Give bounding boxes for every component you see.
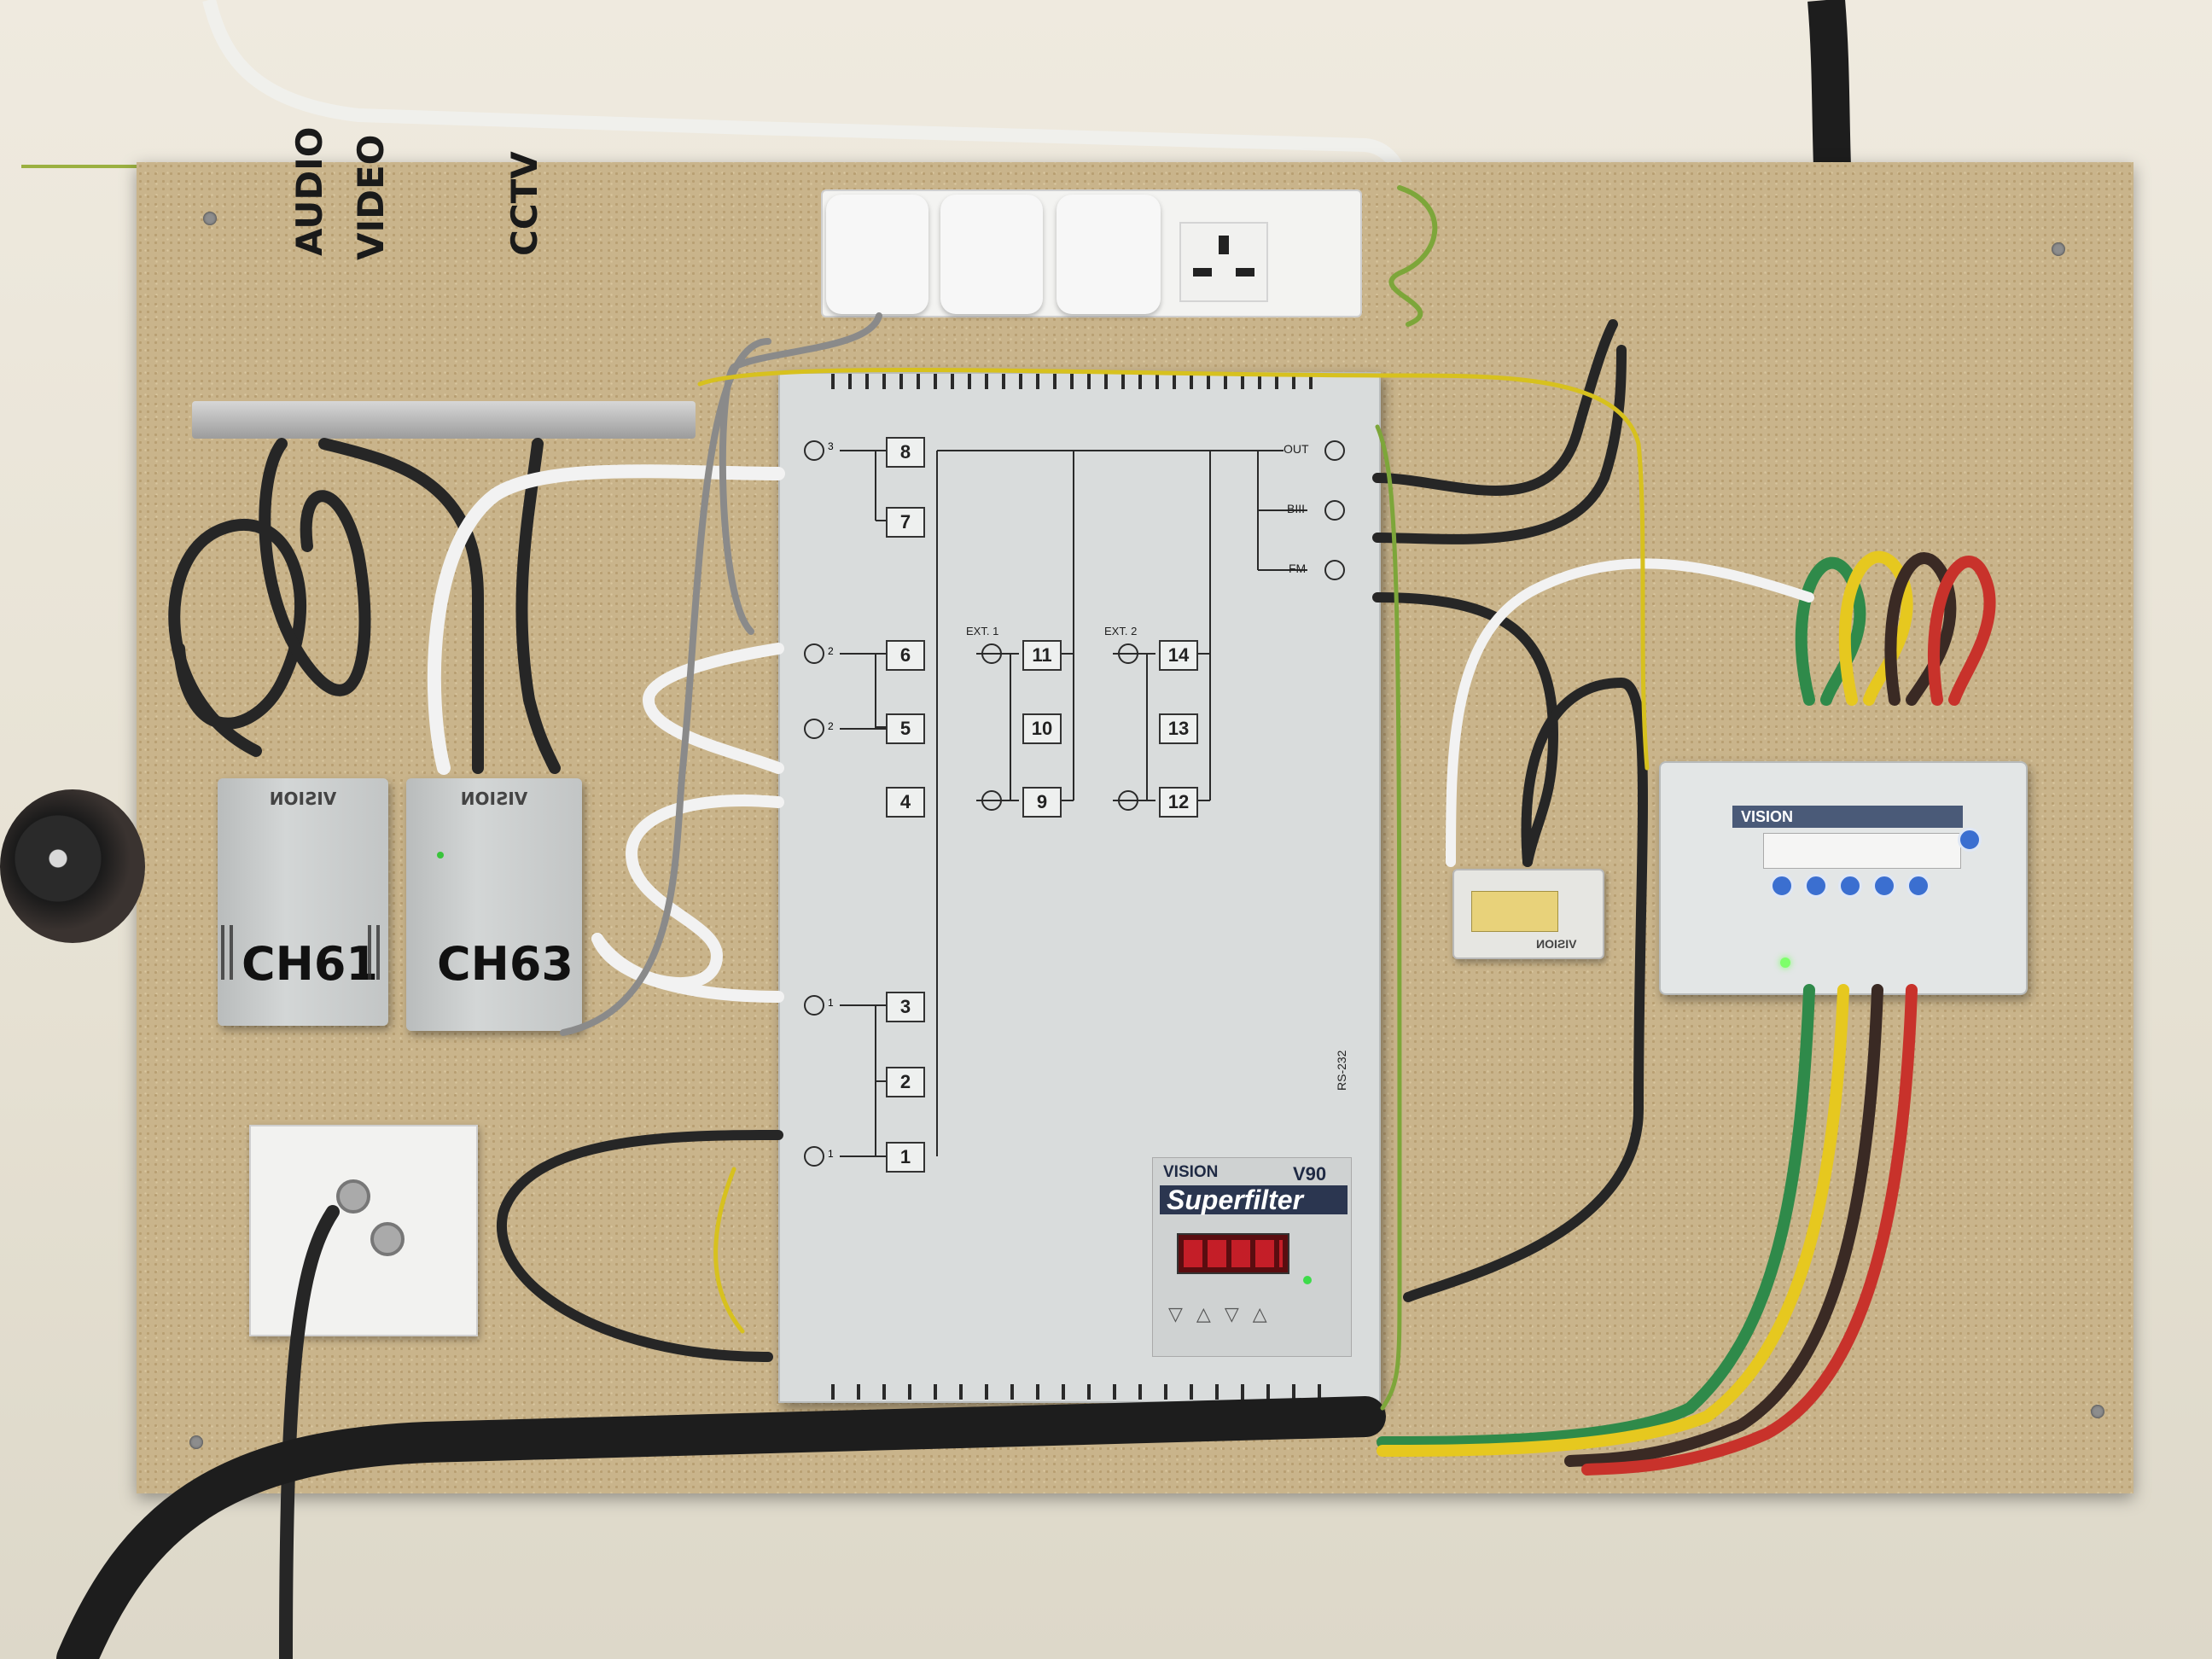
channel-label: CH61 bbox=[242, 937, 378, 991]
aerial-wall-plate bbox=[249, 1125, 478, 1336]
connector-rail bbox=[192, 401, 696, 439]
port-11: 11 bbox=[1022, 640, 1062, 671]
port-1: 1 bbox=[886, 1142, 925, 1173]
channel-label: CH63 bbox=[437, 937, 573, 991]
biii-label: BIII bbox=[1287, 502, 1306, 515]
port-12: 12 bbox=[1159, 787, 1198, 818]
gain-knob[interactable] bbox=[1804, 874, 1828, 898]
fm-socket[interactable] bbox=[370, 1222, 405, 1256]
port-6: 6 bbox=[886, 640, 925, 671]
fm-label: FM bbox=[1289, 562, 1307, 575]
led-display bbox=[1177, 1233, 1289, 1274]
screw bbox=[203, 212, 217, 225]
superfilter-unit: 8 7 6 5 4 3 2 1 11 10 9 14 13 12 3 2 2 1… bbox=[778, 372, 1381, 1403]
port-4: 4 bbox=[886, 787, 925, 818]
input-mark: 1 bbox=[828, 997, 834, 1009]
tv-socket[interactable] bbox=[336, 1179, 370, 1214]
modulator-ch63: VISION CH63 bbox=[406, 778, 582, 1031]
round-device bbox=[0, 789, 145, 943]
ext2-label: EXT. 2 bbox=[1104, 625, 1138, 637]
port-2: 2 bbox=[886, 1067, 925, 1097]
power-plug[interactable] bbox=[1057, 195, 1161, 314]
screw bbox=[2052, 242, 2065, 256]
empty-socket[interactable] bbox=[1179, 222, 1268, 302]
control-panel: VISION V90 Superfilter ▽△▽△ bbox=[1152, 1157, 1352, 1357]
power-plug[interactable] bbox=[940, 195, 1043, 314]
port-7: 7 bbox=[886, 507, 925, 538]
gain-knob[interactable] bbox=[1872, 874, 1896, 898]
port-10: 10 bbox=[1022, 713, 1062, 744]
port-9: 9 bbox=[1022, 787, 1062, 818]
gain-knob[interactable] bbox=[1838, 874, 1862, 898]
port-8: 8 bbox=[886, 437, 925, 468]
gain-knob[interactable] bbox=[1906, 874, 1930, 898]
power-plug[interactable] bbox=[826, 195, 928, 314]
input-mark: 2 bbox=[828, 645, 834, 657]
modulator-ch61: VISION CH61 bbox=[218, 778, 388, 1026]
screw bbox=[2091, 1405, 2104, 1418]
gain-knob[interactable] bbox=[1958, 828, 1982, 852]
control-buttons[interactable]: ▽△▽△ bbox=[1168, 1303, 1281, 1324]
product-label: Superfilter bbox=[1160, 1185, 1348, 1214]
splitter-box: VISION bbox=[1452, 869, 1604, 959]
port-13: 13 bbox=[1159, 713, 1198, 744]
gain-knob[interactable] bbox=[1770, 874, 1794, 898]
input-mark: 3 bbox=[828, 440, 834, 452]
input-mark: 1 bbox=[828, 1148, 834, 1160]
amp-brand: VISION bbox=[1732, 806, 1963, 828]
port-3: 3 bbox=[886, 992, 925, 1022]
brand-vision: VISION bbox=[1163, 1163, 1219, 1181]
ext1-label: EXT. 1 bbox=[966, 625, 999, 637]
port-14: 14 bbox=[1159, 640, 1198, 671]
model-label: V90 bbox=[1293, 1163, 1327, 1185]
power-led bbox=[1780, 958, 1790, 968]
port-5: 5 bbox=[886, 713, 925, 744]
filter-schematic bbox=[804, 374, 1345, 1400]
input-mark: 2 bbox=[828, 720, 834, 732]
screw bbox=[189, 1435, 203, 1449]
out-label: OUT bbox=[1284, 442, 1309, 456]
power-led bbox=[1303, 1276, 1312, 1284]
